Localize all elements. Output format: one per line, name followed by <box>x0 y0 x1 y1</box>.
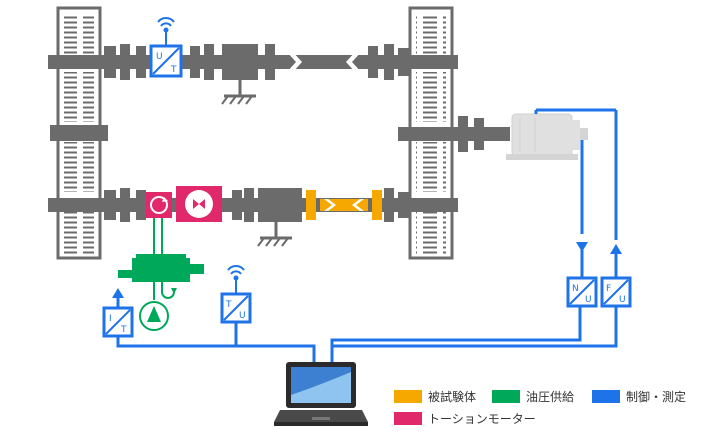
svg-text:制御・測定: 制御・測定 <box>626 389 686 404</box>
converter-bottom-label: U <box>239 311 246 321</box>
top-ground-support <box>221 80 256 105</box>
force-converter: F U <box>600 276 632 308</box>
top-shaft-line <box>48 44 458 80</box>
converter-top-label: I <box>109 314 112 324</box>
current-converter: I T <box>102 306 134 338</box>
svg-text:被試験体: 被試験体 <box>428 389 476 404</box>
torque-converter: T U <box>220 292 252 324</box>
laptop-icon <box>274 362 368 426</box>
current-signal-arrow <box>112 288 124 298</box>
wifi-icon <box>157 17 175 46</box>
svg-text:油圧供給: 油圧供給 <box>526 390 574 404</box>
hydraulic-supply <box>118 218 204 331</box>
top-torque-converter: U T <box>149 44 183 78</box>
speed-converter: N U <box>566 276 598 308</box>
converter-bottom-label: U <box>619 295 626 305</box>
test-specimen <box>306 190 382 220</box>
left-gearbox-tower <box>50 6 108 260</box>
wifi-icon <box>227 265 245 294</box>
legend-item-control: 制御・測定 <box>592 389 686 404</box>
legend-item-hydraulic: 油圧供給 <box>492 390 574 404</box>
svg-text:トーションモーター: トーションモーター <box>428 412 536 426</box>
converter-bottom-label: T <box>170 65 177 75</box>
converter-top-label: T <box>225 300 232 310</box>
converter-top-label: U <box>156 52 163 62</box>
converter-bottom-label: T <box>120 325 127 335</box>
torsion-motor <box>146 186 222 222</box>
force-signal-arrow <box>610 244 622 254</box>
bottom-ground-support <box>257 222 292 247</box>
legend-item-specimen: 被試験体 <box>394 389 476 404</box>
converter-top-label: F <box>606 284 611 294</box>
bottom-shaft-line <box>48 188 458 222</box>
right-gearbox-tower <box>408 6 454 260</box>
control-wiring <box>116 108 618 362</box>
legend: 被試験体 油圧供給 制御・測定 トーションモーター <box>394 389 686 426</box>
speed-signal-arrow <box>576 242 588 252</box>
legend-item-torsion-motor: トーションモーター <box>394 412 536 426</box>
converter-bottom-label: U <box>585 295 592 305</box>
converter-top-label: N <box>572 284 579 294</box>
middle-shaft <box>398 116 510 152</box>
drive-motor <box>506 113 588 160</box>
